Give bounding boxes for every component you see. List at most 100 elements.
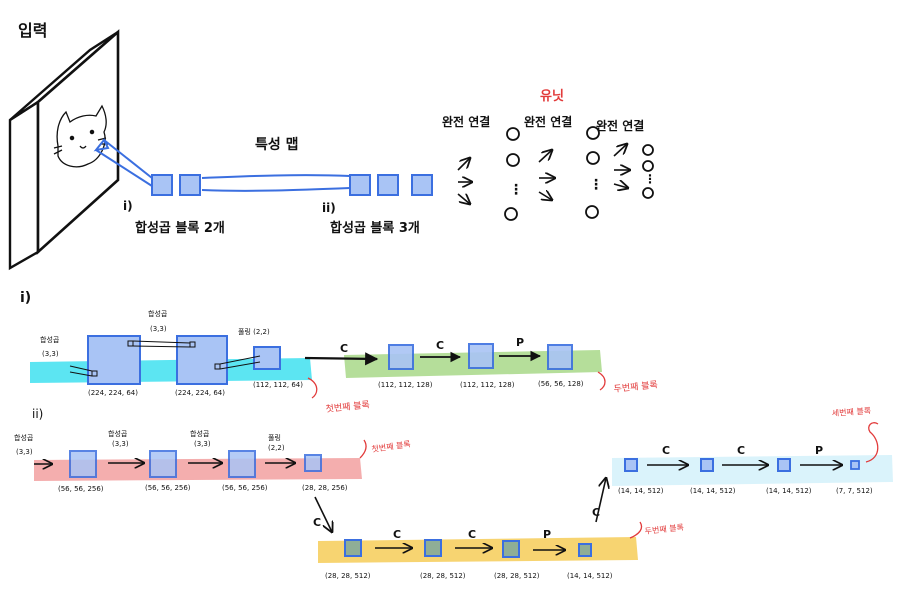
arrow-down-row2 xyxy=(314,496,332,532)
pool-label: 풀링 (2,2) xyxy=(238,328,270,336)
row1-size0: (3,3) xyxy=(16,448,33,456)
fc-label-2: 완전 연결 xyxy=(524,114,572,129)
units-label: 유닛 xyxy=(540,89,564,104)
row1-conv-box-3 xyxy=(228,450,256,478)
op-block2-0: C xyxy=(340,342,348,355)
row1-dim-2: (56, 56, 256) xyxy=(145,484,191,492)
block1-note: 첫번째 블록 xyxy=(325,399,370,415)
fc-label-3: 완전 연결 xyxy=(596,118,644,133)
stage1-box-1 xyxy=(151,174,173,196)
note2-hook xyxy=(597,371,606,391)
row2-box-1 xyxy=(344,539,362,557)
row3-dim-4: (7, 7, 512) xyxy=(836,487,873,495)
row2-op-1: C xyxy=(393,528,401,541)
row2-dim-3: (28, 28, 512) xyxy=(494,572,540,580)
row3-box-2 xyxy=(700,458,714,472)
section2-label: ii) xyxy=(32,407,43,421)
down-op: C xyxy=(313,516,321,529)
row2-box-3 xyxy=(502,540,520,558)
row3-op-2: C xyxy=(737,444,745,457)
conv-a-size: (3,3) xyxy=(42,350,59,358)
stage2-box-2 xyxy=(377,174,399,196)
stage1-box-2 xyxy=(179,174,201,196)
arrow-up-row3 xyxy=(595,478,606,523)
section1-label: i) xyxy=(20,290,31,306)
row3-dim-1: (14, 14, 512) xyxy=(618,487,664,495)
row2-pool-box xyxy=(578,543,592,557)
fc-label-1: 완전 연결 xyxy=(442,114,490,129)
row2-op-2: C xyxy=(468,528,476,541)
row3-note: 세번째 블록 xyxy=(831,405,871,418)
block2-conv1 xyxy=(388,344,414,370)
stage1-label: i) xyxy=(123,199,133,213)
dim-block2-1: (112, 112, 128) xyxy=(378,381,433,389)
feature-map-connector xyxy=(201,174,351,192)
arrow-to-block2 xyxy=(304,352,379,366)
row1-conv-box-1 xyxy=(69,450,97,478)
row2-dim-4: (14, 14, 512) xyxy=(567,572,613,580)
row1-conv2: 합성곱 xyxy=(190,429,210,438)
row1-dim-4: (28, 28, 256) xyxy=(302,484,348,492)
up-op: C xyxy=(592,506,600,519)
block2-pool xyxy=(547,344,573,370)
stage2-box-1 xyxy=(349,174,371,196)
conv-b-size: (3,3) xyxy=(150,325,167,333)
block2-conv2 xyxy=(468,343,494,369)
receptive-field-lines xyxy=(93,138,153,187)
conv1-block xyxy=(87,335,141,385)
stage2-feature-boxes xyxy=(349,174,433,196)
row3-note-hook xyxy=(865,422,879,463)
fc-units-2 xyxy=(585,126,600,219)
row3-dim-2: (14, 14, 512) xyxy=(690,487,736,495)
row1-conv-box-2 xyxy=(149,450,177,478)
stage2-box-3 xyxy=(411,174,433,196)
row1-conv0: 합성곱 xyxy=(14,433,34,442)
row1-pool: 풀링 xyxy=(268,434,281,442)
pool1-block xyxy=(253,346,281,370)
fc-units-3 xyxy=(642,144,654,199)
dim-block1-1: (224, 224, 64) xyxy=(88,389,138,397)
conv-b-label: 합성곱 xyxy=(148,309,168,318)
input-image-slab xyxy=(8,29,120,271)
row2-band xyxy=(318,537,638,563)
row2-op-3: P xyxy=(543,528,551,541)
fc-arrows-2 xyxy=(538,150,555,200)
fc-units-1 xyxy=(504,127,520,221)
row3-pool-box xyxy=(850,460,860,470)
stage2-label: ii) xyxy=(322,201,336,215)
row3-op-3: P xyxy=(815,444,823,457)
row2-box-2 xyxy=(424,539,442,557)
dim-block1-2: (224, 224, 64) xyxy=(175,389,225,397)
row1-note-hook xyxy=(359,439,367,459)
stage2-caption: 합성곱 블록 3개 xyxy=(330,220,420,236)
block2-note: 두번째 블록 xyxy=(613,379,658,395)
row2-dim-2: (28, 28, 512) xyxy=(420,572,466,580)
stage1-caption: 합성곱 블록 2개 xyxy=(135,220,225,236)
conv-a-label: 합성곱 xyxy=(40,335,60,344)
row3-box-1 xyxy=(624,458,638,472)
row1-size2: (3,3) xyxy=(194,440,211,448)
row1-size1: (3,3) xyxy=(112,440,129,448)
conv2-block xyxy=(176,335,228,385)
cat-face-icon xyxy=(53,104,108,168)
row2-note: 두번째 블록 xyxy=(644,522,684,536)
row1-conv1: 합성곱 xyxy=(108,429,128,438)
row1-dim-3: (56, 56, 256) xyxy=(222,484,268,492)
row3-dim-3: (14, 14, 512) xyxy=(766,487,812,495)
row2-note-hook xyxy=(629,521,643,539)
feature-map-label: 특성 맵 xyxy=(255,136,299,153)
row1-pool-box xyxy=(304,454,322,472)
kernel-lines-1 xyxy=(69,340,261,377)
fc-arrows-1 xyxy=(457,158,472,204)
input-label: 입력 xyxy=(18,21,47,40)
dim-block1-3: (112, 112, 64) xyxy=(253,381,303,389)
op-block2-2: P xyxy=(516,336,524,349)
op-block2-1: C xyxy=(436,339,444,352)
row1-note: 첫번째 블록 xyxy=(371,439,411,454)
fc-ellipsis-3: ⋮ xyxy=(644,172,656,186)
row3-op-1: C xyxy=(662,444,670,457)
row2-dim-1: (28, 28, 512) xyxy=(325,572,371,580)
fc-ellipsis-1: ⋮ xyxy=(509,182,523,198)
fc-ellipsis-2: ⋮ xyxy=(589,177,603,193)
